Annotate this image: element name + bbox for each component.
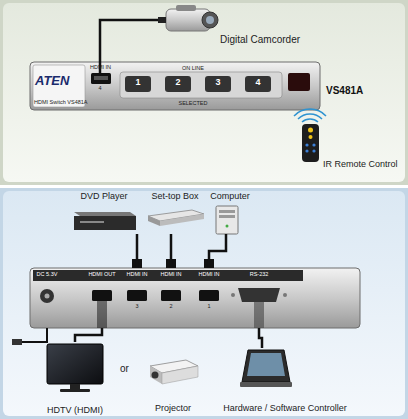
hdmi-cable — [259, 328, 262, 348]
panel-inscription: IR Remote Control — [323, 160, 398, 170]
ir-remote-icon — [294, 109, 326, 162]
set-top-box-icon — [148, 210, 204, 226]
device-label: HDTV (HDMI) — [40, 342, 110, 416]
panel-inscription: HDMI IN — [90, 64, 110, 70]
panel-inscription: 1 — [125, 78, 151, 88]
device-name: Computer — [207, 192, 253, 202]
device-label: DVD Player — [68, 192, 140, 234]
bottom-panel — [0, 188, 408, 419]
switch-rear-panel — [30, 268, 360, 328]
device-label: Computer — [207, 192, 253, 234]
panel-inscription: VS481A — [326, 85, 363, 96]
panel-inscription: Digital Camcorder — [220, 34, 300, 45]
panel-inscription: 3 — [205, 78, 231, 88]
panel-inscription: DC 5.3V — [32, 271, 62, 277]
panel-inscription: 3 — [122, 303, 152, 309]
device-label: Projector — [140, 356, 206, 414]
panel-inscription: HDMI IN — [156, 271, 186, 277]
panel-inscription: 1 — [194, 303, 224, 309]
hdmi-plugs — [132, 259, 214, 268]
device-name: HDTV (HDMI) — [40, 406, 110, 416]
top-panel — [0, 0, 408, 185]
panel-inscription: ON LINE — [178, 65, 208, 71]
controller-icon — [240, 350, 292, 387]
panel-inscription: RS-232 — [244, 271, 274, 277]
device-label: Set-top Box — [145, 192, 205, 234]
panel-inscription: 4 — [245, 78, 271, 88]
device-name: Projector — [140, 404, 206, 414]
panel-inscription: HDMI Switch VS481A — [34, 99, 88, 105]
panel-inscription: 4 — [90, 85, 110, 91]
bottom-panel-inner — [3, 191, 405, 416]
hdmi-cable — [75, 328, 102, 342]
hdtv-icon — [47, 344, 103, 392]
hdmi-cable — [170, 234, 173, 268]
panel-inscription: HDMI OUT — [85, 271, 119, 277]
device-label: Hardware / Software Controller — [200, 348, 370, 414]
device-name: DVD Player — [68, 192, 140, 202]
device-name: Set-top Box — [145, 192, 205, 202]
hdmi-cable — [209, 234, 226, 268]
device-name: Hardware / Software Controller — [200, 404, 370, 414]
switch-front-panel — [30, 62, 320, 110]
panel-inscription: 2 — [156, 303, 186, 309]
panel-inscription: 2 — [165, 78, 191, 88]
device-label: Digital Camcorder — [145, 2, 295, 50]
panel-inscription: SELECTED — [178, 100, 208, 106]
device-label: IR Remote Control — [285, 112, 405, 174]
switch-rear: DC 5.3VHDMI OUTHDMI IN3HDMI IN2HDMI IN1R… — [30, 268, 360, 328]
dvd-player-icon — [74, 212, 136, 230]
connector-word: or — [120, 363, 129, 374]
top-panel-inner — [3, 3, 405, 182]
hdmi-cable — [136, 234, 139, 268]
camcorder-icon — [145, 5, 218, 31]
panel-inscription: HDMI IN — [194, 271, 224, 277]
switch-front: ATEN HDMI IN 4HDMI Switch VS481A ON LINE 1 2 3… — [30, 62, 320, 110]
power-cable — [12, 328, 47, 345]
projector-icon — [150, 360, 198, 384]
computer-icon — [216, 206, 238, 234]
panel-inscription: ATEN — [35, 74, 69, 88]
hdmi-cable — [100, 20, 145, 62]
panel-inscription: HDMI IN — [122, 271, 152, 277]
